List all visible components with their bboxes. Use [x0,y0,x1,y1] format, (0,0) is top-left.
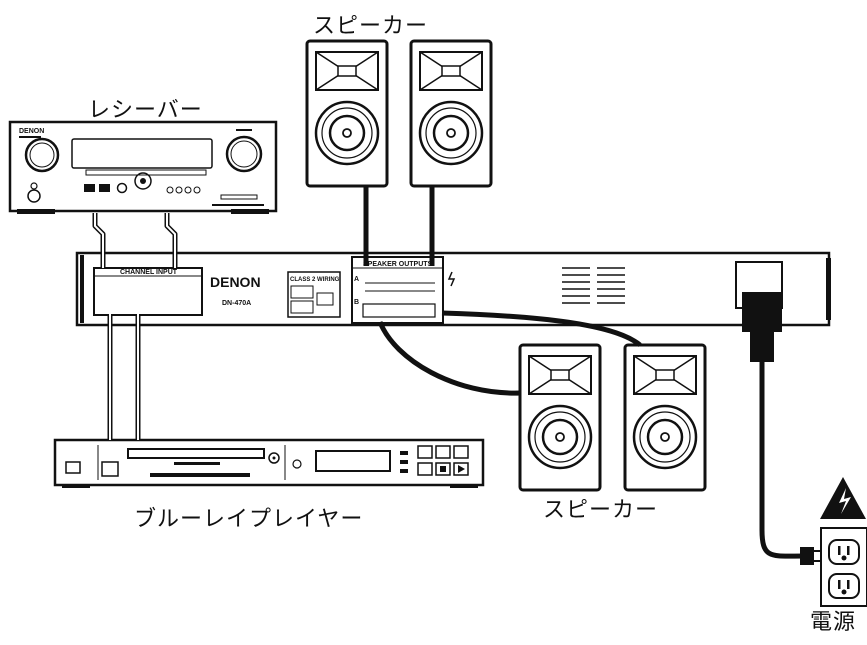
av-receiver: DENON [8,120,278,214]
high-voltage-warning-icon [820,477,866,519]
receiver-brand-text: DENON [19,128,44,135]
channel-b-text: B [354,299,359,306]
wall-outlet [820,527,867,607]
power-label: 電源 [810,610,857,635]
amp-model-text: DN-470A [222,300,251,307]
channel-a-text: A [354,276,359,283]
speaker-outputs-text: SPEAKER OUTPUTS [363,261,433,268]
front-speaker-left [518,343,602,492]
cable-highlights [94,213,176,440]
bluray-label: ブルーレイプレイヤー [134,507,364,532]
top-speaker-right [409,39,493,188]
receiver-label: レシーバー [88,98,203,123]
bluray-player [53,438,485,488]
top-speaker-left [305,39,389,188]
speakers-right-label: スピーカー [543,498,659,523]
amp-brand-text: DENON [210,274,261,290]
front-speaker-right [623,343,707,492]
class-wiring-text: CLASS 2 WIRING [290,277,340,283]
power-plug [742,292,821,565]
channel-input-text: CHANNEL INPUT [120,269,178,276]
speakers-top-label: スピーカー [313,14,429,39]
